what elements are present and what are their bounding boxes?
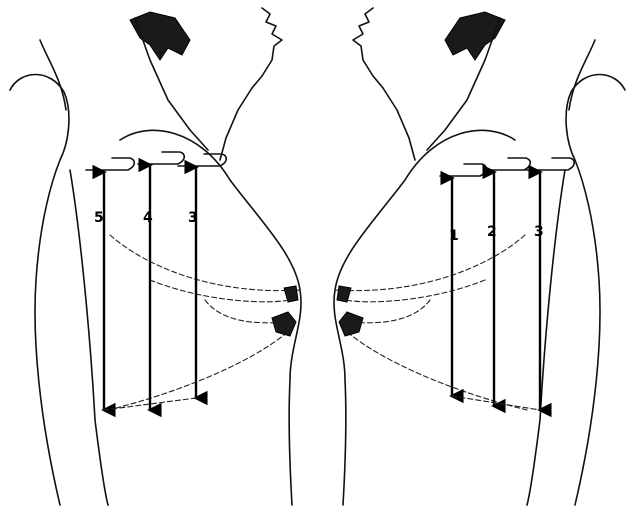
right-face-profile	[353, 8, 383, 88]
right-pin-1	[440, 164, 486, 176]
left-label-3: 3	[188, 210, 198, 226]
right-breast-lower	[345, 330, 527, 410]
left-pin-5	[86, 158, 134, 170]
left-pins	[86, 152, 226, 170]
right-neck-front	[383, 88, 415, 160]
left-figure: 5 4 3	[10, 8, 301, 505]
left-nipple-tip	[284, 286, 298, 302]
right-label-1: 1	[449, 228, 459, 244]
left-neck-front	[220, 88, 252, 160]
left-label-5: 5	[94, 210, 104, 226]
left-label-4: 4	[143, 210, 153, 226]
right-label-3: 3	[534, 224, 544, 240]
left-nipple	[272, 312, 296, 336]
right-hair	[445, 12, 505, 60]
right-pin-3	[526, 158, 574, 170]
right-arm	[566, 75, 625, 506]
right-pins	[440, 158, 574, 176]
right-figure: 1 2 3	[334, 8, 625, 505]
left-arm	[10, 75, 69, 506]
right-breast-upper	[335, 235, 525, 291]
left-pin-4	[138, 152, 184, 164]
left-breast-upper	[110, 235, 300, 291]
right-nipple-tip	[337, 286, 351, 302]
left-face-profile	[252, 8, 282, 88]
right-pin-2	[484, 158, 530, 170]
left-breast-lower	[108, 330, 290, 410]
right-baseline	[452, 396, 540, 410]
right-label-2: 2	[487, 224, 497, 240]
right-nipple	[339, 312, 363, 336]
right-back	[527, 170, 565, 505]
left-hair	[130, 12, 190, 60]
